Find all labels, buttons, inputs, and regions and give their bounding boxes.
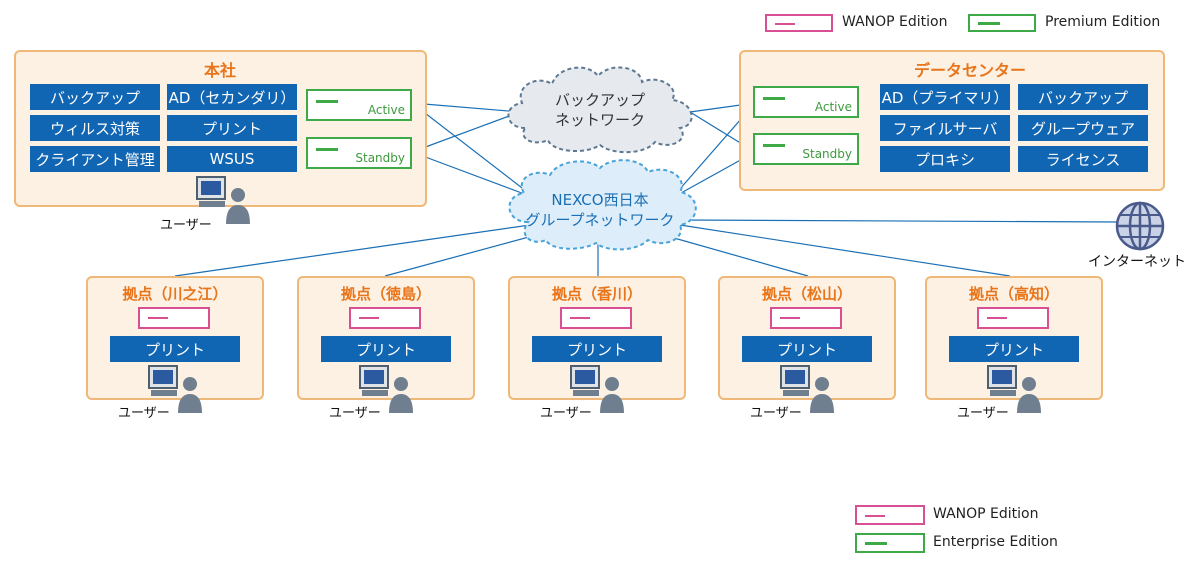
group-network-cloud bbox=[508, 159, 697, 251]
dc-service-proxy: プロキシ bbox=[880, 146, 1010, 172]
branch-user-icon bbox=[780, 365, 834, 413]
branch-user-label: ユーザー bbox=[118, 406, 170, 421]
hq-user-label: ユーザー bbox=[160, 218, 212, 233]
dc-active-label: Active bbox=[814, 100, 852, 114]
branch-user-icon bbox=[359, 365, 413, 413]
hq-active-appliance: Active bbox=[306, 89, 412, 121]
dc-service-license: ライセンス bbox=[1018, 146, 1148, 172]
branch-title: 拠点（香川） bbox=[551, 285, 642, 303]
legend-bottom-wanop-swatch bbox=[855, 505, 925, 525]
branch-service-print: プリント bbox=[321, 336, 451, 362]
line-hq-active-backup bbox=[411, 102, 521, 113]
branch-user-icon bbox=[148, 365, 202, 413]
branch-user-label: ユーザー bbox=[540, 406, 592, 421]
hq-user-icon bbox=[196, 176, 250, 224]
internet-label: インターネット bbox=[1088, 254, 1186, 270]
branch-wanop-appliance bbox=[770, 307, 842, 329]
branch-service-print: プリント bbox=[742, 336, 872, 362]
line-group-internet bbox=[679, 219, 1119, 223]
branch-service-print: プリント bbox=[532, 336, 662, 362]
branch-user-label: ユーザー bbox=[329, 406, 381, 421]
branch-title: 拠点（高知） bbox=[968, 285, 1059, 303]
branch-service-print: プリント bbox=[949, 336, 1079, 362]
legend-top-premium-swatch bbox=[968, 14, 1036, 32]
hq-title: 本社 bbox=[203, 61, 236, 80]
hq-service-ad-secondary: AD（セカンダリ） bbox=[167, 84, 297, 110]
dc-service-backup: バックアップ bbox=[1018, 84, 1148, 110]
backup-network-label: バックアップ ネットワーク bbox=[540, 90, 660, 130]
line-group-branch-1 bbox=[174, 224, 531, 277]
branch-user-icon bbox=[570, 365, 624, 413]
internet-globe-icon bbox=[1115, 201, 1165, 251]
group-network-line1: NEXCO西日本 bbox=[551, 191, 649, 209]
branch-wanop-appliance bbox=[138, 307, 210, 329]
branch-wanop-appliance bbox=[977, 307, 1049, 329]
branch-wanop-appliance bbox=[349, 307, 421, 329]
branch-title: 拠点（徳島） bbox=[340, 285, 431, 303]
dc-service-fileserver: ファイルサーバ bbox=[880, 115, 1010, 141]
hq-service-antivirus: ウィルス対策 bbox=[30, 115, 160, 141]
line-group-branch-5 bbox=[679, 224, 1011, 277]
legend-top-wanop-swatch bbox=[765, 14, 833, 32]
line-hq-standby-backup bbox=[411, 111, 521, 153]
line-group-branch-4 bbox=[659, 233, 809, 277]
dc-standby-label: Standby bbox=[802, 147, 852, 161]
line-hq-standby-group bbox=[411, 151, 536, 199]
legend-top-premium-label: Premium Edition bbox=[1045, 14, 1161, 30]
branch-service-print: プリント bbox=[110, 336, 240, 362]
line-hq-active-group bbox=[411, 102, 536, 199]
hq-active-label: Active bbox=[367, 103, 405, 117]
backup-network-cloud bbox=[507, 66, 693, 154]
branch-user-label: ユーザー bbox=[750, 406, 802, 421]
datacenter-title: データセンター bbox=[913, 61, 1026, 80]
group-network-label: NEXCO西日本 グループネットワーク bbox=[515, 190, 685, 230]
branch-title: 拠点（松山） bbox=[761, 285, 852, 303]
branch-title: 拠点（川之江） bbox=[122, 285, 228, 303]
branch-user-icon bbox=[987, 365, 1041, 413]
hq-service-print: プリント bbox=[167, 115, 297, 141]
hq-service-client-mgmt: クライアント管理 bbox=[30, 146, 160, 172]
legend-bottom-wanop-label: WANOP Edition bbox=[933, 506, 1039, 522]
hq-service-backup: バックアップ bbox=[30, 84, 160, 110]
legend-bottom-enterprise-label: Enterprise Edition bbox=[933, 534, 1058, 550]
hq-service-wsus: WSUS bbox=[167, 146, 297, 172]
line-group-branch-2 bbox=[384, 233, 541, 277]
branch-user-label: ユーザー bbox=[957, 406, 1009, 421]
branch-wanop-appliance bbox=[560, 307, 632, 329]
backup-network-line2: ネットワーク bbox=[554, 111, 645, 129]
dc-service-ad-primary: AD（プライマリ） bbox=[880, 84, 1010, 110]
legend-bottom-enterprise-swatch bbox=[855, 533, 925, 553]
group-network-line2: グループネットワーク bbox=[525, 211, 675, 229]
backup-network-line1: バックアップ bbox=[554, 91, 645, 109]
dc-active-appliance: Active bbox=[753, 86, 859, 118]
dc-standby-appliance: Standby bbox=[753, 133, 859, 165]
legend-top-wanop-label: WANOP Edition bbox=[842, 14, 948, 30]
dc-service-groupware: グループウェア bbox=[1018, 115, 1148, 141]
hq-standby-label: Standby bbox=[355, 151, 405, 165]
hq-standby-appliance: Standby bbox=[306, 137, 412, 169]
